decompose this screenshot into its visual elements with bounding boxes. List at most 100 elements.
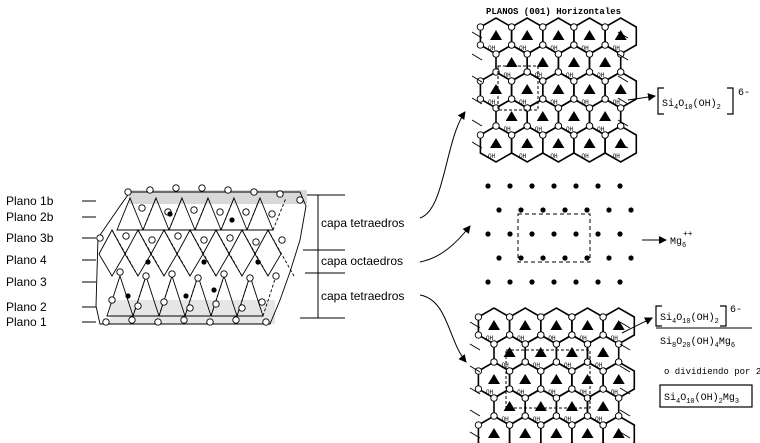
oxygen-atom — [122, 232, 130, 240]
tetrahedron-marker — [521, 138, 534, 148]
oxygen-atom — [537, 421, 545, 429]
oxygen-atom — [521, 412, 529, 420]
tetrahedron-marker — [581, 428, 594, 438]
oh-label: OH — [550, 153, 558, 160]
tetrahedron-marker — [521, 30, 534, 40]
plane-label-1b: Plano 1b — [6, 194, 54, 208]
formula-bottom-charge: 6- — [730, 305, 742, 316]
oxygen-atom — [617, 50, 625, 58]
cation-dot — [595, 279, 601, 285]
oxygen-atom — [552, 394, 561, 402]
bond-stub — [617, 31, 629, 39]
oxygen-atom — [539, 23, 547, 31]
oxygen-atom — [521, 358, 529, 366]
oh-label: OH — [582, 153, 590, 160]
octahedron — [150, 229, 178, 277]
oxygen-atom — [160, 298, 168, 306]
octahedron-edge — [111, 229, 139, 277]
oxygen-atom — [615, 358, 623, 366]
oxygen-atom — [505, 385, 514, 393]
oh-label: OH — [595, 362, 603, 369]
bond-stub — [469, 409, 481, 417]
formula-bottom-sheet: Si4O10(OH)2 6- Si8O20(OH)4Mg6 o dividien… — [655, 305, 760, 408]
layer-label-bottom: capa tetraedros — [321, 289, 404, 303]
oxygen-atom — [568, 367, 576, 375]
unit-cell-box — [497, 65, 539, 111]
cation-dot — [551, 279, 557, 285]
tetrahedron-marker — [519, 320, 532, 330]
oh-label: OH — [502, 362, 510, 369]
cation-dot — [507, 279, 513, 285]
oxygen-atom — [601, 131, 609, 139]
oxygen-atom — [142, 272, 150, 280]
cation-dot — [485, 231, 491, 237]
octahedron — [254, 229, 282, 277]
oh-label: OH — [535, 126, 543, 133]
oh-label: OH — [582, 99, 590, 106]
oh-label: OH — [564, 416, 572, 423]
oxygen-atom — [116, 268, 124, 276]
cation-dot — [529, 231, 535, 237]
oxygen-atom — [476, 95, 485, 103]
plane-label-3: Plano 3 — [6, 275, 47, 289]
plane-label-2b: Plano 2b — [6, 210, 54, 224]
oh-label: OH — [517, 335, 525, 342]
cation-dot — [507, 183, 513, 189]
cation-dot — [573, 183, 579, 189]
oxygen-atom — [552, 340, 561, 348]
cation-atom — [167, 211, 173, 217]
tetrahedron-marker — [583, 30, 596, 40]
oxygen-atom — [128, 316, 136, 324]
oxygen-atom — [570, 23, 578, 31]
tetrahedron-top — [142, 196, 170, 231]
tetrahedron-top — [116, 196, 144, 231]
tetrahedron-marker — [583, 138, 596, 148]
plane-label-3b: Plano 3b — [6, 231, 54, 245]
bond-stub — [617, 75, 629, 83]
tetrahedron-marker — [599, 111, 612, 121]
tetrahedron-marker — [612, 428, 625, 438]
oxygen-atom — [278, 236, 286, 244]
oxygen-atom — [220, 270, 228, 278]
tetrahedron-marker — [614, 30, 627, 40]
oxygen-atom — [476, 131, 485, 139]
cation-dot — [595, 231, 601, 237]
cation-atom — [211, 287, 217, 293]
tetrahedron-marker — [614, 84, 627, 94]
tetrahedron-edge — [262, 275, 277, 317]
model-outline — [95, 191, 307, 325]
bond-stub — [471, 53, 483, 61]
tetrahedron-marker — [490, 30, 502, 40]
oxygen-atom — [539, 131, 547, 139]
oxygen-atom — [212, 300, 220, 308]
bond-stub — [469, 321, 481, 329]
oh-label: OH — [488, 45, 496, 52]
oxygen-atom — [523, 68, 531, 76]
oxygen-atom — [507, 131, 516, 139]
cation-dot — [584, 255, 590, 261]
bond-stub — [471, 119, 483, 127]
octahedron — [228, 229, 256, 277]
tetrahedron-marker — [550, 374, 563, 384]
tetrahedron-marker — [519, 428, 532, 438]
polyhedral-model — [95, 184, 307, 326]
tetrahedron-marker — [488, 428, 500, 438]
oxygen-atom — [570, 41, 578, 49]
oxygen-atom — [474, 313, 483, 321]
oxygen-atom — [537, 385, 545, 393]
oxygen-atom — [138, 204, 146, 212]
oxygen-atom — [172, 184, 180, 192]
oh-label: OH — [504, 126, 512, 133]
octahedron — [202, 229, 230, 277]
cation-dot — [617, 279, 623, 285]
tetrahedron-bottom — [132, 274, 160, 317]
cation-atom — [229, 217, 235, 223]
oxygen-atom — [537, 367, 545, 375]
oxygen-atom — [296, 196, 304, 204]
plane-label-1: Plano 1 — [6, 315, 47, 329]
cation-dot — [562, 207, 568, 213]
octahedron — [176, 229, 204, 277]
bond-stub — [617, 119, 629, 127]
oxygen-atom — [168, 270, 176, 278]
